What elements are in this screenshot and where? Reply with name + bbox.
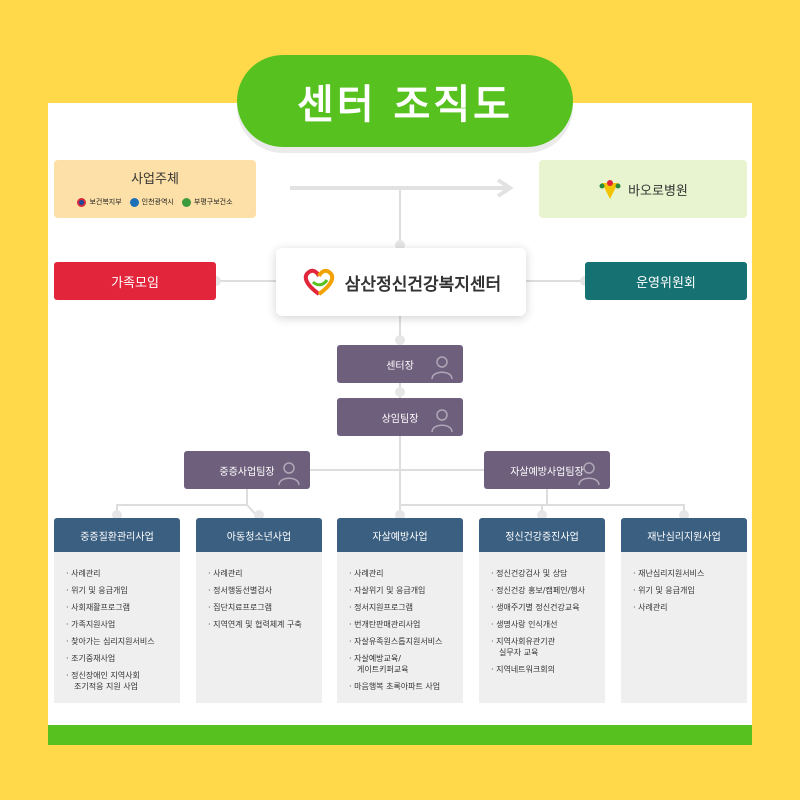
- team-column-promotion: 정신건강증진사업 정신건강검사 및 상담 정신건강 홍보/캠페인/행사 생애주기…: [479, 518, 605, 703]
- team-column-youth: 아동청소년사업 사례관리 정서행동선별검사 집단치료프로그램 지역연계 및 협력…: [196, 518, 322, 703]
- connector-node: [395, 510, 405, 520]
- operating-committee-label: 운영위원회: [636, 275, 696, 291]
- list-item: 자살예방교육/: [349, 653, 455, 664]
- ministry-logo: 보건복지부: [77, 197, 122, 207]
- team-title: 중증질환관리사업: [54, 518, 180, 552]
- team-item-list: 사례관리 자살위기 및 응급개입 정서지원프로그램 번개탄판매관리사업 자살유족…: [337, 552, 463, 703]
- panel-bottom-bar: [48, 725, 752, 745]
- team-title: 자살예방사업: [337, 518, 463, 552]
- list-item: 생명사랑 인식개선: [491, 619, 597, 630]
- suicide-team-lead-label: 자살예방사업팀장: [510, 466, 584, 478]
- connector-node: [395, 240, 405, 250]
- connector-node: [537, 510, 547, 520]
- page-title: 센터 조직도: [237, 55, 573, 147]
- list-item: 정서지원프로그램: [349, 602, 455, 613]
- list-item: 자살유족원스톱지원서비스: [349, 636, 455, 647]
- team-item-list: 재난심리지원서비스 위기 및 응급개입 사례관리: [621, 552, 747, 703]
- team-column-disaster: 재난심리지원사업 재난심리지원서비스 위기 및 응급개입 사례관리: [621, 518, 747, 703]
- list-item: 조기중재사업: [66, 653, 172, 664]
- hospital-box: 바오로병원: [539, 160, 747, 218]
- person-icon: [431, 356, 453, 380]
- list-item: 실무자 교육: [499, 648, 539, 657]
- connector-node: [679, 510, 689, 520]
- list-item: 사례관리: [66, 568, 172, 579]
- severe-team-lead-box: 중증사업팀장: [184, 451, 310, 489]
- director-box: 센터장: [337, 345, 463, 383]
- standing-lead-label: 상임팀장: [381, 413, 419, 425]
- team-item-list: 사례관리 정서행동선별검사 집단치료프로그램 지역연계 및 협력체계 구축: [196, 552, 322, 703]
- arrow-right-icon: [290, 178, 514, 198]
- team-item-list: 사례관리 위기 및 응급개입 사회재활프로그램 가족지원사업 찾아가는 심리지원…: [54, 552, 180, 703]
- team-title: 재난심리지원사업: [621, 518, 747, 552]
- sponsor-logos: 보건복지부 인천광역시 부평구보건소: [77, 197, 233, 207]
- list-item: 지역사회유관기관: [491, 636, 597, 647]
- family-meeting-box: 가족모임: [54, 262, 216, 300]
- team-title: 정신건강증진사업: [479, 518, 605, 552]
- list-item: 가족지원사업: [66, 619, 172, 630]
- list-item: 정신건강 홍보/캠페인/행사: [491, 585, 597, 596]
- list-item: 재난심리지원서비스: [633, 568, 739, 579]
- list-item: 집단치료프로그램: [208, 602, 314, 613]
- list-item: 정서행동선별검사: [208, 585, 314, 596]
- hospital-logo-icon: [599, 180, 621, 199]
- standing-lead-box: 상임팀장: [337, 398, 463, 436]
- list-item: 위기 및 응급개입: [66, 585, 172, 596]
- person-icon: [431, 409, 453, 433]
- list-item: 번개탄판매관리사업: [349, 619, 455, 630]
- hospital-label: 바오로병원: [628, 183, 688, 199]
- list-item: 정신건강검사 및 상담: [491, 568, 597, 579]
- incheon-logo: 인천광역시: [129, 197, 174, 207]
- list-item: 사례관리: [349, 568, 455, 579]
- center-box: 삼산정신건강복지센터: [276, 248, 526, 316]
- family-meeting-label: 가족모임: [111, 275, 159, 291]
- center-logo-icon: [303, 268, 334, 296]
- suicide-team-lead-box: 자살예방사업팀장: [484, 451, 610, 489]
- person-icon: [578, 462, 600, 486]
- list-item: 정신장애인 지역사회: [66, 670, 172, 681]
- list-item: 지역연계 및 협력체계 구축: [208, 619, 314, 630]
- list-item: 게이트키퍼교육: [357, 665, 409, 674]
- bupyeong-logo: 부평구보건소: [181, 197, 233, 207]
- sponsor-box: 사업주체 보건복지부 인천광역시 부평구보건소: [54, 160, 256, 218]
- operating-committee-box: 운영위원회: [585, 262, 747, 300]
- list-item: 사례관리: [208, 568, 314, 579]
- list-item: 사회재활프로그램: [66, 602, 172, 613]
- team-title: 아동청소년사업: [196, 518, 322, 552]
- center-label: 삼산정신건강복지센터: [344, 274, 502, 295]
- team-item-list: 정신건강검사 및 상담 정신건강 홍보/캠페인/행사 생애주기별 정신건강교육 …: [479, 552, 605, 703]
- team-column-severe: 중증질환관리사업 사례관리 위기 및 응급개입 사회재활프로그램 가족지원사업 …: [54, 518, 180, 703]
- team-column-suicide: 자살예방사업 사례관리 자살위기 및 응급개입 정서지원프로그램 번개탄판매관리…: [337, 518, 463, 703]
- list-item: 찾아가는 심리지원서비스: [66, 636, 172, 647]
- list-item: 조기적응 지원 사업: [74, 682, 138, 691]
- list-item: 지역네트워크회의: [491, 664, 597, 675]
- person-icon: [278, 462, 300, 486]
- sponsor-label: 사업주체: [131, 172, 179, 187]
- list-item: 사례관리: [633, 602, 739, 613]
- severe-team-lead-label: 중증사업팀장: [219, 466, 275, 478]
- connector-node: [112, 510, 122, 520]
- connector-node: [395, 387, 405, 397]
- list-item: 마음행복 초록아파트 사업: [349, 681, 455, 692]
- list-item: 생애주기별 정신건강교육: [491, 602, 597, 613]
- director-label: 센터장: [386, 360, 414, 372]
- list-item: 자살위기 및 응급개입: [349, 585, 455, 596]
- connector-node: [395, 335, 405, 345]
- connector-node: [254, 510, 264, 520]
- list-item: 위기 및 응급개입: [633, 585, 739, 596]
